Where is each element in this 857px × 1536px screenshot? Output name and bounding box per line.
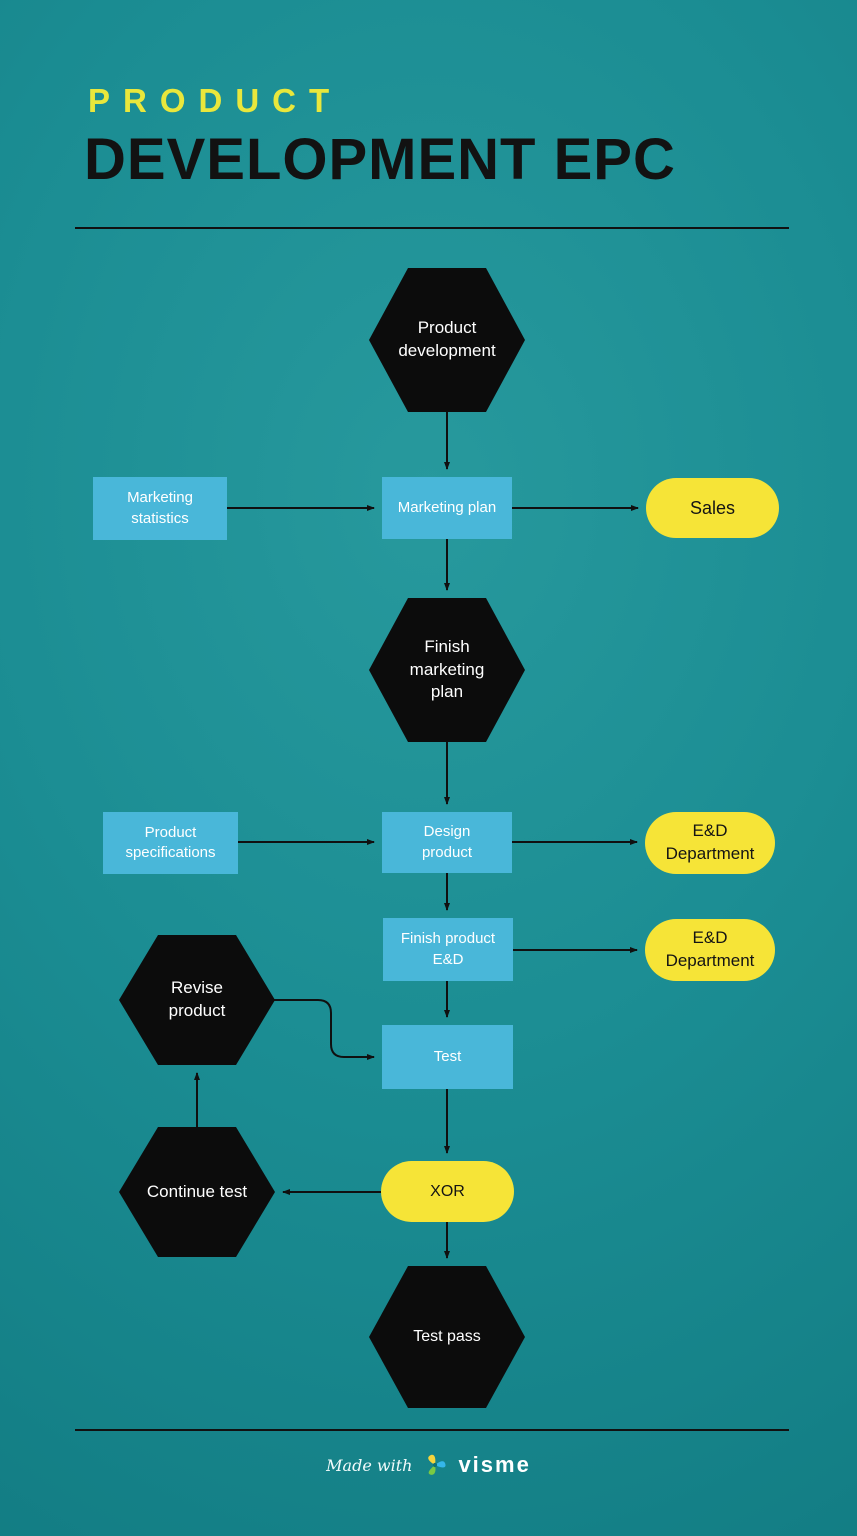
- node-marketing-plan: Marketing plan: [382, 477, 512, 539]
- bottom-divider: [75, 1429, 789, 1431]
- visme-wordmark: visme: [458, 1452, 531, 1477]
- made-with-visme-credit: Made with visme: [0, 1452, 857, 1478]
- node-test: Test: [382, 1025, 513, 1089]
- node-marketing-statistics: Marketing statistics: [93, 477, 227, 540]
- node-product-specifications: Product specifications: [103, 812, 238, 874]
- node-finish-product-ed: Finish product E&D: [383, 918, 513, 981]
- visme-logo-icon: [428, 1454, 446, 1475]
- node-product-development: Product development: [369, 268, 525, 412]
- title-kicker: PRODUCT: [88, 82, 343, 119]
- page-title: DEVELOPMENT EPC: [84, 127, 676, 192]
- node-ed-department-bottom: E&D Department: [645, 919, 775, 981]
- made-with-label: Made with: [326, 1455, 413, 1475]
- node-xor: XOR: [381, 1161, 514, 1222]
- node-finish-marketing-plan: Finish marketing plan: [369, 598, 525, 742]
- node-design-product: Design product: [382, 812, 512, 873]
- top-divider: [75, 227, 789, 229]
- node-ed-department-top: E&D Department: [645, 812, 775, 874]
- node-sales: Sales: [646, 478, 779, 538]
